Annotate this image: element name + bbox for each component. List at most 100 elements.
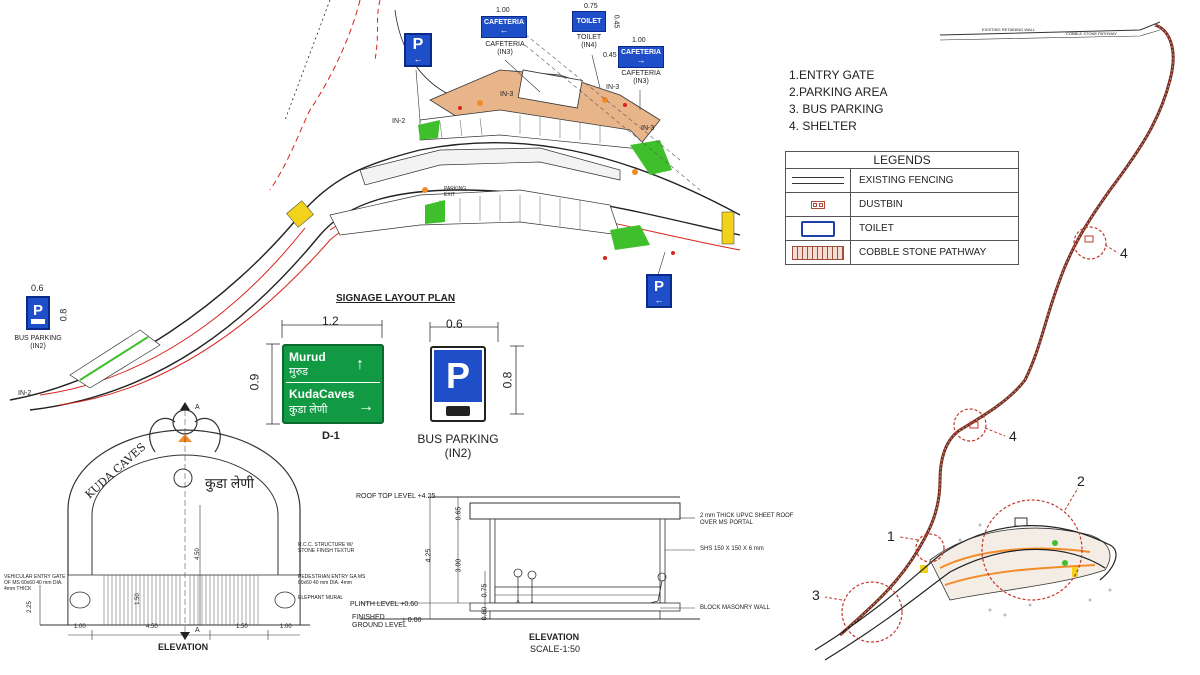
in-tag: IN-3 (500, 91, 514, 98)
parking-letter: P (653, 277, 664, 295)
dim-cafeteria-left-width: 1.00 (496, 7, 510, 14)
key-item: 4. SHELTER (789, 119, 857, 133)
dim-cafeteria-right-height: 0.45 (603, 52, 617, 59)
roof-note-line2: OVER MS PORTAL (700, 520, 753, 526)
parking-letter: P (32, 302, 43, 319)
marker-number: 4 (1009, 428, 1017, 444)
dim-bus-small-height: 0.8 (58, 308, 69, 322)
parking-sign-bottom: P ← (646, 274, 672, 308)
gate-left-label: VEHICULAR ENTRY GATE OF MS 60x60 40 mm D… (4, 574, 66, 592)
bus-sign-letter: P (445, 355, 470, 396)
marker-number: 1 (887, 528, 895, 544)
in-tag: IN-2 (18, 390, 32, 397)
gate-arch-text-right: कुडा लेणी (205, 475, 254, 491)
bus-icon (446, 406, 470, 416)
gate-caption: ELEVATION (158, 642, 209, 652)
gate-dim-bottom: 1.00 (280, 624, 292, 630)
bus-sign-blue-panel: P (434, 350, 482, 402)
in-tag: IN-3 (606, 84, 620, 91)
marker-number: 2 (1077, 473, 1085, 489)
d1-line1-local: मुरुड (289, 366, 309, 378)
dim-cafeteria-right-width: 1.00 (632, 37, 646, 44)
marker-number: 4 (1120, 245, 1128, 261)
d1-caption: D-1 (322, 430, 340, 442)
shelter-dim: 3.00 (455, 558, 463, 573)
legend-label: DUSTBIN (859, 199, 903, 210)
gate-label: R.C.C. STRUCTURE W/ STONE FINISH TEXTUR (298, 542, 355, 554)
d1-width-dim: 1.2 (322, 314, 339, 328)
d1-direction-sign: Murud मुरुड ↑ KudaCaves कुडा लेणी → (282, 344, 384, 424)
legend-row: COBBLE STONE PATHWAY (786, 240, 1018, 264)
legend-label: COBBLE STONE PATHWAY (859, 247, 987, 258)
gate-label: ELEPHANT MURAL (298, 595, 344, 601)
arrow-left-icon: ← (654, 294, 664, 305)
cafeteria-sign-text: CAFETERIA (483, 19, 525, 26)
shelter-roof-note: 2 mm THICK UPVC SHEET ROOF OVER MS PORTA… (700, 513, 793, 527)
shelter-dim: 4.25 (425, 548, 433, 563)
gate-dim-height: 4.50 (194, 548, 201, 560)
shelter-caption: ELEVATION (529, 632, 580, 642)
key-list: 1.ENTRY GATE 2.PARKING AREA 3. BUS PARKI… (789, 67, 887, 135)
route-map-drawing (814, 21, 1175, 661)
roof-note-line1: 2 mm THICK UPVC SHEET ROOF (700, 513, 794, 519)
ground-level-line1: FINISHED (352, 614, 385, 621)
legend-row: TOILET (786, 216, 1018, 240)
signage-title: SIGNAGE LAYOUT PLAN (336, 293, 456, 304)
shelter-roof-level: ROOF TOP LEVEL +4.25 (356, 493, 436, 500)
shelter-dim: 0.65 (455, 506, 463, 521)
bus-sign-height-dim: 0.8 (500, 371, 515, 389)
d1-height-dim: 0.9 (247, 373, 262, 391)
shelter-scale: SCALE-1:50 (530, 644, 581, 654)
route-top-label: EXISTING RETAINING WALL (982, 27, 1036, 32)
gate-dim-gate: 1.50 (134, 593, 141, 605)
gate-dim-bottom: 4.50 (146, 624, 158, 630)
d1-line2-en: KudaCaves (289, 387, 355, 401)
parking-exit-label: PARKING EXIT (444, 186, 467, 198)
shelter-plinth-level: PLINTH LEVEL +0.60 (350, 601, 419, 608)
arrow-right-icon: → (358, 398, 374, 415)
shelter-wall-note: BLOCK MASONRY WALL (700, 605, 770, 611)
shelter-ground-level: FINISHED GROUND LEVEL (352, 614, 407, 630)
d1-line2-local: कुडा लेणी (289, 404, 328, 416)
shelter-dim: 0.60 (481, 606, 489, 621)
arrow-right-icon: → (636, 55, 646, 65)
dim-toilet-width: 0.75 (584, 3, 598, 10)
dim-toilet-height: 0.45 (612, 14, 620, 29)
bus-icon (31, 319, 45, 324)
gate-elevation-drawing (39, 402, 310, 640)
bus-sign-caption: BUS PARKING (IN2) (410, 432, 506, 460)
legend-label: TOILET (859, 223, 894, 234)
parking-sign-top: P ← (404, 33, 432, 67)
bus-sign-caption-1: BUS PARKING (417, 432, 499, 446)
dustbin-symbol-icon (786, 193, 851, 216)
legend-title: LEGENDS (873, 153, 931, 167)
shelter-shs-note: SHS 150 X 150 X 6 mm (700, 546, 764, 552)
legend-row: EXISTING FENCING (786, 168, 1018, 192)
marker-number: 3 (812, 587, 820, 603)
in-tag: IN-2 (392, 118, 406, 125)
key-item: 1.ENTRY GATE (789, 68, 875, 82)
cafeteria-sign-right: CAFETERIA → (618, 46, 664, 68)
legend-label: EXISTING FENCING (859, 175, 954, 186)
gate-dim-left: 2.25 (26, 601, 33, 613)
d1-line1-en: Murud (289, 350, 326, 364)
legend-table: LEGENDS EXISTING FENCING DUSTBIN TOILET … (785, 151, 1019, 265)
d1-dimension-lines (266, 320, 383, 425)
bus-parking-small-label: BUS PARKING (IN2) (14, 335, 62, 351)
cafeteria-sign-text: CAFETERIA (620, 49, 662, 56)
ground-level-line2: GROUND LEVEL (352, 622, 407, 629)
cafeteria-right-label: CAFETERIA (IN3) (621, 70, 661, 86)
key-item: 2.PARKING AREA (789, 85, 888, 99)
site-plan-drawing (9, 0, 741, 411)
bus-parking-sign-small: P (26, 296, 50, 330)
bus-sign-dimension-lines (429, 322, 524, 415)
gate-section-mark-top: A (195, 404, 200, 411)
shelter-ground-value: ± 0.00 (402, 617, 422, 624)
cafeteria-sign-left: CAFETERIA ← (481, 16, 527, 38)
legend-row: DUSTBIN (786, 192, 1018, 216)
in-tag: IN-3 (641, 125, 655, 132)
shelter-dim: 0.75 (481, 583, 489, 598)
gate-dim-bottom: 1.50 (236, 624, 248, 630)
toilet-label: TOILET (IN4) (576, 34, 602, 50)
toilet-symbol-icon (786, 217, 851, 240)
